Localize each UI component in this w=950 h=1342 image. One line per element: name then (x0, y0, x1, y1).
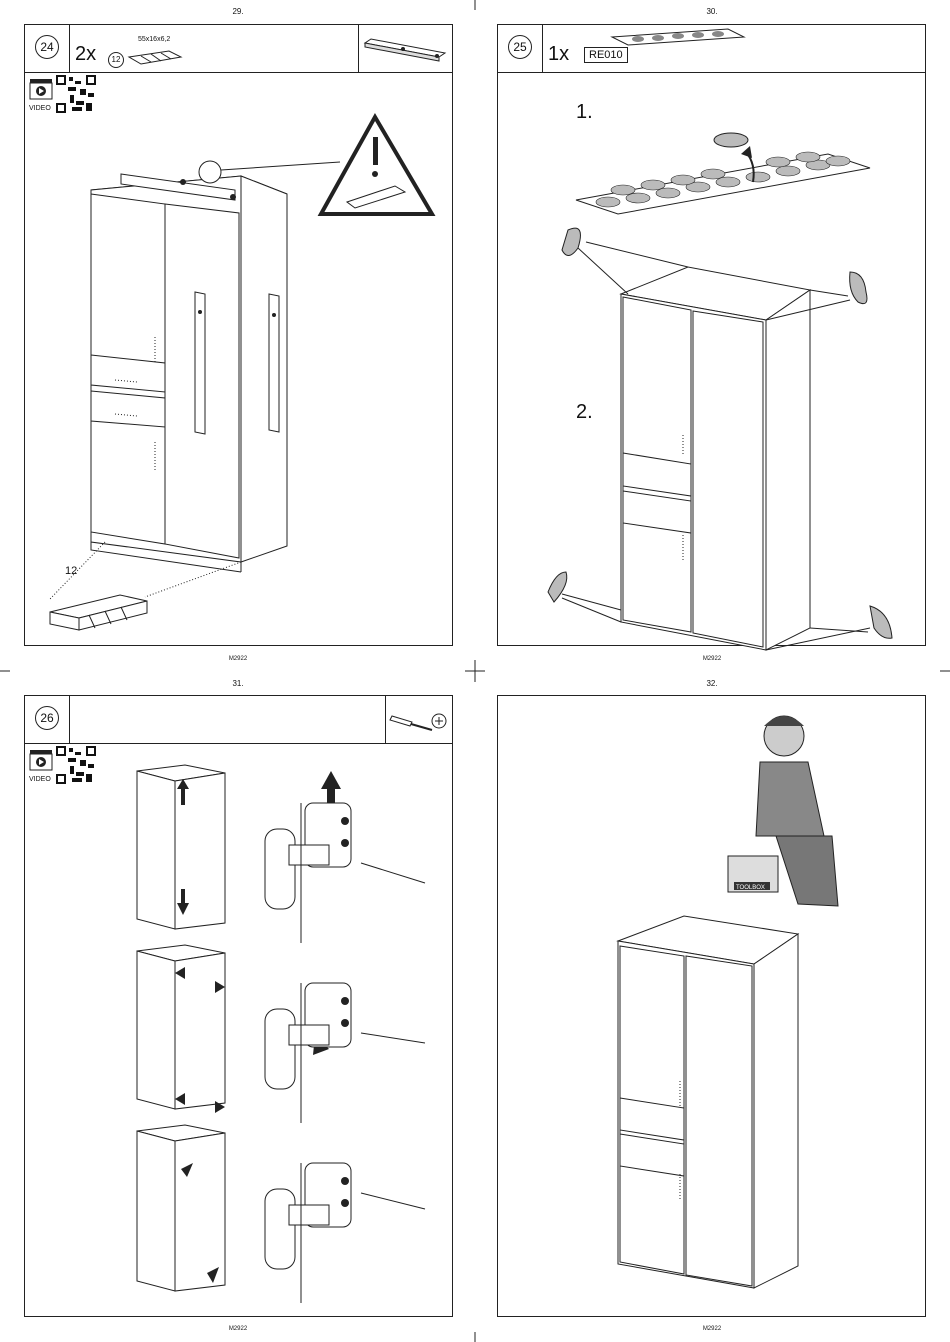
spacer-block-icon (127, 47, 187, 67)
part-dimensions: 55x16x6,2 (138, 36, 170, 43)
step-24-panel: 24 2x 12 55x16x6,2 VIDEO (24, 24, 453, 646)
felt-pad-sheet-icon (608, 27, 748, 55)
footer-code-32: M2922 (682, 1326, 742, 1332)
part-quantity: 1x (548, 43, 569, 66)
step-25-panel: 25 1x RE010 1. 2. (497, 24, 926, 646)
toolbox-text: TOOLBOX (736, 885, 765, 891)
tool-box (358, 25, 454, 72)
hinge-adjustment-illustration (25, 743, 454, 1318)
footer-code-31: M2922 (208, 1326, 268, 1332)
step-26-panel: 26 VIDEO (24, 695, 453, 1317)
screwdriver-icon (386, 696, 454, 743)
step-number: 24 (35, 35, 59, 59)
finished-wardrobe-illustration: TOOLBOX (498, 696, 927, 1318)
part-ref-badge: 12 (108, 52, 124, 68)
wardrobe-with-level-illustration (25, 72, 454, 647)
wardrobe-felt-pads-illustration (498, 72, 927, 647)
spirit-level-icon (359, 25, 454, 72)
part-quantity: 2x (75, 43, 96, 66)
final-page-panel: TOOLBOX (497, 695, 926, 1317)
footer-code-30: M2922 (682, 656, 742, 662)
footer-code-29: M2922 (208, 656, 268, 662)
step-number: 26 (35, 706, 59, 730)
step-number: 25 (508, 35, 532, 59)
worker-mascot (728, 716, 838, 906)
spacer-count-label: 12 (65, 565, 77, 577)
tool-box (385, 696, 454, 743)
